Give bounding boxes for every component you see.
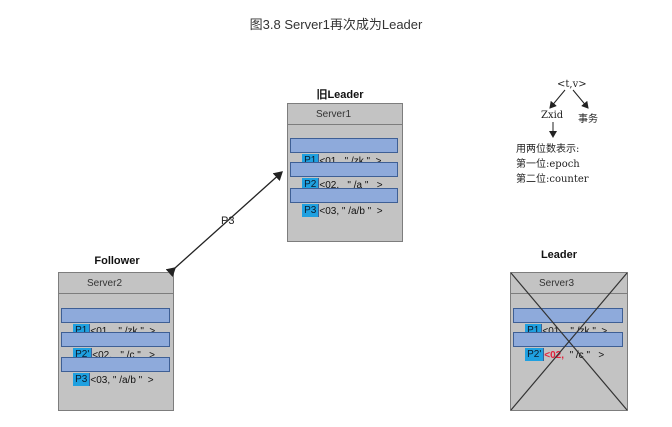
server3-cross-line-2 [510, 272, 628, 411]
p3-sync-arrow [165, 171, 283, 278]
leader-role-label: Leader [540, 249, 578, 261]
zxid-note-line-3: 第二位:counter [516, 174, 589, 185]
server2-entry-2-text: <02, " /c " > [92, 350, 155, 361]
server1-entry-3-id: P3 [302, 204, 320, 217]
follower-role-label: Follower [94, 255, 140, 267]
figure-caption: 图3.8 Server1再次成为Leader [249, 17, 423, 32]
server3-entry-2-id: P2' [525, 348, 545, 361]
server1-box: Server1 P1<01, " /zk " > P2<02, " /a " >… [287, 103, 403, 242]
server3-entry-2-conflict-zxid: <02, [544, 350, 565, 361]
zxid-tree-root: <t,v> [557, 79, 587, 90]
server2-entry-3-id: P3 [73, 373, 91, 386]
server1-entry-1-text: <01, " /zk " > [319, 156, 381, 167]
server3-entry-1-text: <01, " /zk " > [542, 326, 607, 337]
server2-entry-3-text: <03, " /a/b " > [90, 375, 154, 386]
server1-title: Server1 [288, 104, 402, 125]
zxid-tree-right: 事务 [578, 114, 598, 125]
server2-entry-1-text: <01, " /zk " > [90, 326, 155, 337]
old-leader-role-label: 旧Leader [316, 89, 364, 101]
server1-entry-2-text: <02, " /a " > [319, 180, 383, 191]
zxid-tree-right-branch [572, 89, 589, 109]
zxid-note-line-1: 用两位数表示: [516, 144, 580, 155]
server1-entry-2-id: P2 [302, 178, 320, 191]
zxid-tree-left: Zxid [541, 110, 564, 121]
server2-box: Server2 P1<01, " /zk " > P2'<02, " /c " … [58, 272, 174, 411]
server1-entry-2: P2<02, " /a " > [290, 162, 398, 191]
server1-entry-3: P3<03, " /a/b " > [290, 188, 398, 217]
server2-title: Server2 [59, 273, 173, 294]
server1-entry-3-text: <03, " /a/b " > [319, 206, 383, 217]
server3-title: Server3 [511, 273, 627, 294]
server2-entry-1: P1<01, " /zk " > [61, 308, 170, 337]
server2-entry-3: P3<03, " /a/b " > [61, 357, 170, 386]
server3-entry-2-text: " /c " > [564, 350, 605, 361]
zxid-note-line-2: 第一位:epoch [516, 159, 580, 170]
zxid-tree-left-branch [549, 89, 566, 109]
